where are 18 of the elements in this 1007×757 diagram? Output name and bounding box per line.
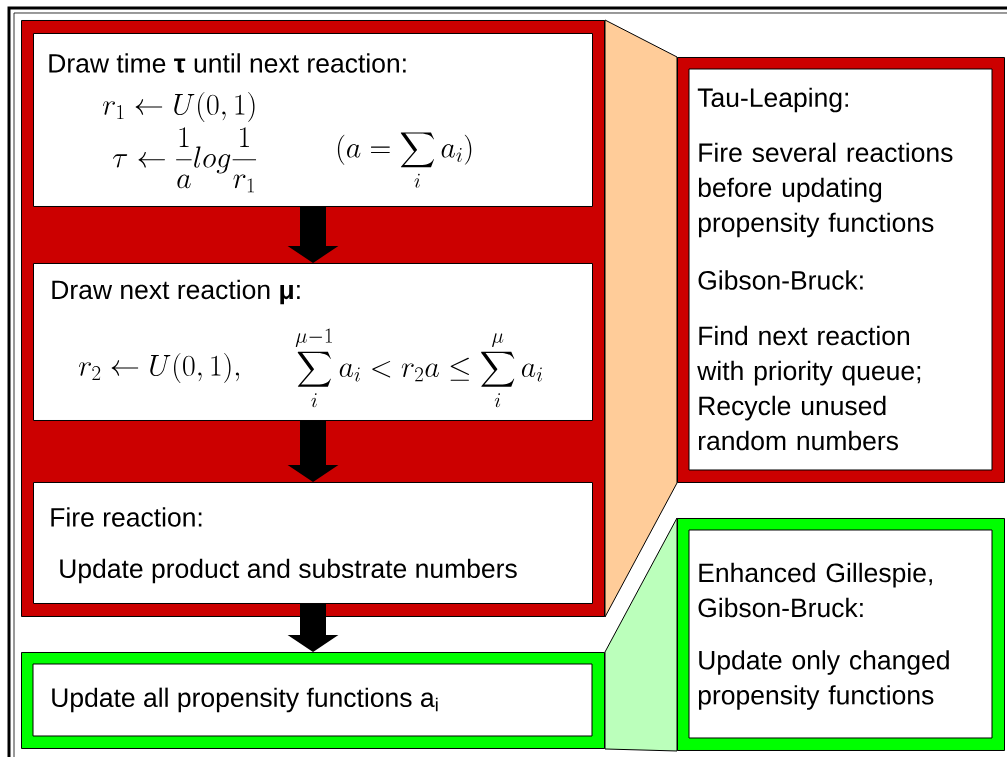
note-text: Find next reaction with priority queue; Recycle unused random numbers — [697, 325, 921, 451]
formula: $\tau \leftarrow \frac{1}{a}log\frac{1}{r_1}$ — [113, 127, 257, 193]
step-heading: Fire reaction: — [51, 507, 202, 527]
step-text: Update product and substrate numbers — [60, 558, 517, 584]
step-heading: Draw time τ until next reaction: — [49, 53, 406, 73]
step-heading: Draw next reaction μ: — [52, 279, 300, 305]
note-heading: Enhanced Gillespie, Gibson-Bruck: — [698, 562, 932, 618]
callout-wedge — [604, 517, 678, 752]
formula: $r_1 \leftarrow U(0,1)$ — [103, 92, 255, 122]
formula: $\sum_i^{\mu-1} a_i < r_2 a \le \sum_i^{\mu} a_i$ — [295, 328, 543, 408]
note-heading: Gibson-Bruck: — [698, 270, 863, 290]
note-text: Update only changed propensity functions — [698, 650, 949, 710]
callout-wedge — [604, 19, 678, 618]
note-text: Fire several reactions before updating propensity functions — [698, 142, 953, 238]
formula: $(a = \sum_i a_i)$ — [337, 132, 472, 188]
formula: $r_2 \leftarrow U(0,1),$ — [79, 353, 240, 383]
step-text: Update all propensity functions a$_{i}$ — [52, 687, 438, 713]
note-heading: Tau-Leaping: — [697, 87, 848, 113]
